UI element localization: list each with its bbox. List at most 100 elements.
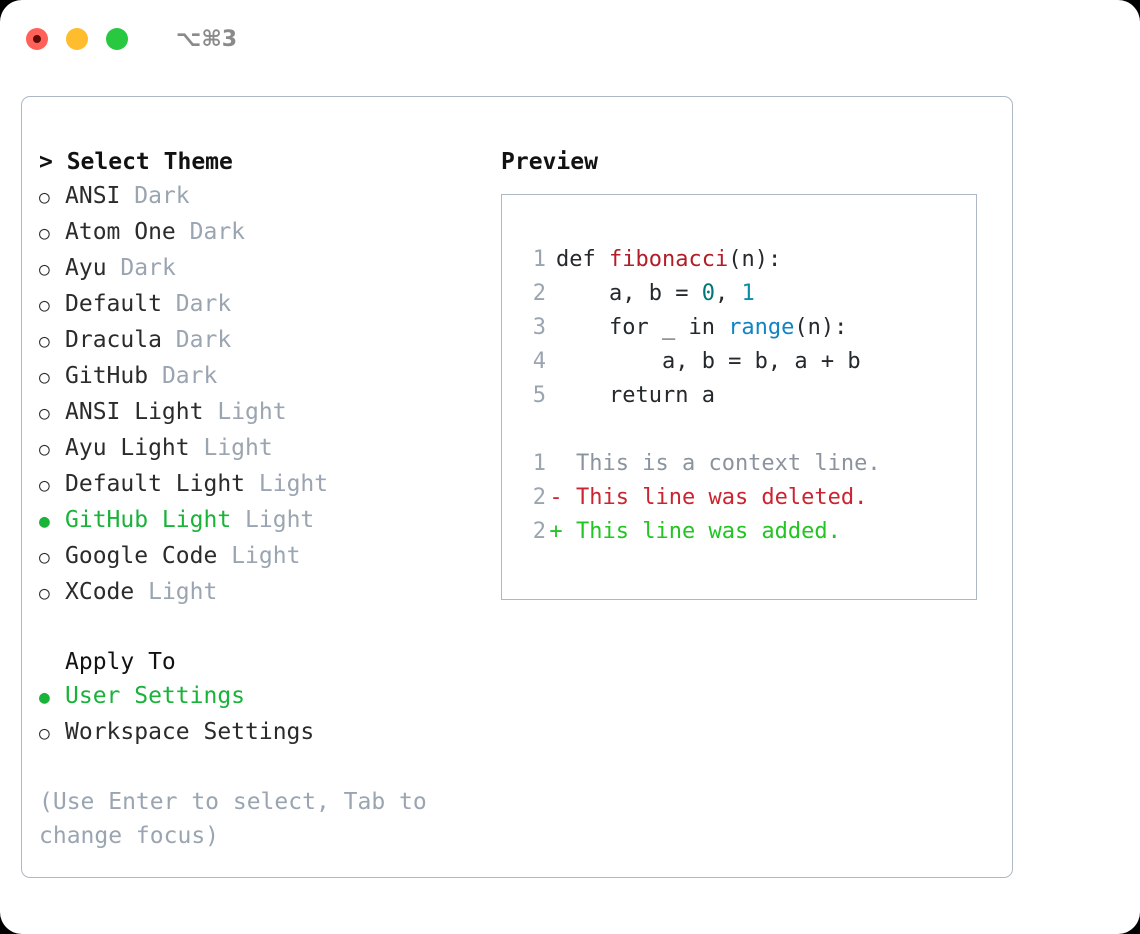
radio-unselected-icon: ○ [39,259,50,280]
theme-option-label: GitHub [65,363,149,389]
radio-unselected-icon: ○ [39,723,50,744]
code-line: 3 for _ in range(n): [520,311,976,345]
radio-unselected-icon: ○ [39,223,50,244]
line-number: 5 [532,383,546,408]
apply-to-option-workspace-settings[interactable]: ○ Workspace Settings [39,715,479,751]
theme-option-label: Dracula [65,327,162,353]
theme-option-ayu-light[interactable]: ○Ayu Light Light [39,431,479,467]
theme-option-atom-one[interactable]: ○Atom One Dark [39,215,479,251]
theme-option-default[interactable]: ○Default Dark [39,287,479,323]
diff-sign: - [549,485,563,510]
radio-unselected-icon: ○ [39,331,50,352]
theme-option-default-light[interactable]: ○ Default Light Light [39,467,479,503]
code-line-text: a, b = b, a + b [546,345,861,379]
code-line-text: return a [546,379,715,413]
diff-sample: 1 This is a context line.2-This line was… [520,447,976,549]
theme-variant-badge: Light [148,579,218,605]
theme-option-github-light[interactable]: ● GitHub Light Light [39,503,479,539]
code-token-num: 0 [701,281,715,306]
code-token-plain: , [714,281,742,306]
theme-option-ansi-light[interactable]: ○ ANSI Light Light [39,395,479,431]
diff-sign: + [549,519,563,544]
code-token-plain: (n): [794,315,848,340]
radio-unselected-icon: ○ [39,475,50,496]
code-token-num2: 1 [741,281,755,306]
minimize-button-icon[interactable] [66,28,88,50]
theme-option-label: Atom One [65,219,176,245]
line-number: 3 [532,315,546,340]
theme-option-dracula[interactable]: ○ Dracula Dark [39,323,479,359]
theme-option-google-code[interactable]: ○ Google Code Light [39,539,479,575]
list-spacer [39,611,479,645]
radio-unselected-icon: ○ [39,403,50,424]
theme-list: ○ANSI Dark○Atom One Dark○Ayu Dark○Defaul… [39,179,479,611]
diff-sign [546,447,566,481]
diff-line-added: 2+ This line was added. [520,515,976,549]
theme-option-github[interactable]: ○ GitHub Dark [39,359,479,395]
theme-option-label: ANSI Light [65,399,204,425]
diff-line-text: This line was added. [576,519,841,544]
code-line-text: a, b = 0, 1 [546,277,755,311]
theme-variant-badge: Light [245,507,315,533]
theme-option-label: Google Code [65,543,218,569]
code-token-plain: a, b = b, a + b [556,349,861,374]
theme-variant-badge: Light [231,543,301,569]
theme-option-ansi[interactable]: ○ANSI Dark [39,179,479,215]
radio-unselected-icon: ○ [39,295,50,316]
theme-option-label: Default Light [65,471,246,497]
code-line-text: def fibonacci(n): [546,243,781,277]
radio-selected-icon: ● [39,511,50,532]
radio-unselected-icon: ○ [39,367,50,388]
apply-to-option-label: Workspace Settings [65,719,315,745]
code-token-plain: def [556,247,609,272]
preview-heading: Preview [501,149,598,175]
theme-variant-badge: Dark [120,255,176,281]
line-number: 2 [532,519,546,544]
theme-variant-badge: Dark [175,291,232,317]
window-controls [26,28,128,50]
line-number: 1 [532,247,546,272]
theme-option-label: XCode [65,579,135,605]
theme-selection-panel: > Select Theme ○ANSI Dark○Atom One Dark○… [39,145,479,853]
diff-line-text: This is a context line. [576,451,881,476]
keyboard-hint-text: (Use Enter to select, Tab to change focu… [39,789,427,849]
radio-unselected-icon: ○ [39,547,50,568]
radio-unselected-icon: ○ [39,583,50,604]
code-token-plain: return a [556,383,715,408]
radio-unselected-icon: ○ [39,439,50,460]
code-line: 2 a, b = 0, 1 [520,277,976,311]
code-token-plain: (n): [728,247,782,272]
code-token-plain: a, b = [556,281,702,306]
line-number: 4 [532,349,546,374]
theme-variant-badge: Light [258,471,329,497]
keyboard-shortcut-label: ⌥⌘3 [176,26,238,52]
apply-to-option-user-settings[interactable]: ● User Settings [39,679,479,715]
code-token-plain: for _ in [556,315,729,340]
line-number: 2 [532,485,546,510]
diff-line-deleted: 2-This line was deleted. [520,481,976,515]
select-theme-heading: > Select Theme [39,149,233,175]
close-button-icon[interactable] [26,28,48,50]
theme-option-ayu[interactable]: ○ Ayu Dark [39,251,479,287]
theme-option-label: GitHub Light [65,507,232,533]
radio-selected-icon: ● [39,687,50,708]
theme-variant-badge: Dark [175,327,232,353]
zoom-button-icon[interactable] [106,28,128,50]
theme-variant-badge: Light [217,399,287,425]
apply-to-heading: Apply To [65,649,176,675]
title-bar: ⌥⌘3 [0,0,1140,78]
theme-variant-badge: Dark [134,183,190,209]
theme-option-xcode[interactable]: ○ XCode Light [39,575,479,611]
code-token-fn: fibonacci [608,247,729,272]
apply-to-option-label: User Settings [65,683,246,709]
diff-line-context: 1 This is a context line. [520,447,976,481]
theme-option-label: Ayu [65,255,107,281]
theme-picker-card: > Select Theme ○ANSI Dark○Atom One Dark○… [21,96,1013,878]
line-number: 2 [532,281,546,306]
code-line-text: for _ in range(n): [546,311,847,345]
theme-variant-badge: Dark [161,363,218,389]
